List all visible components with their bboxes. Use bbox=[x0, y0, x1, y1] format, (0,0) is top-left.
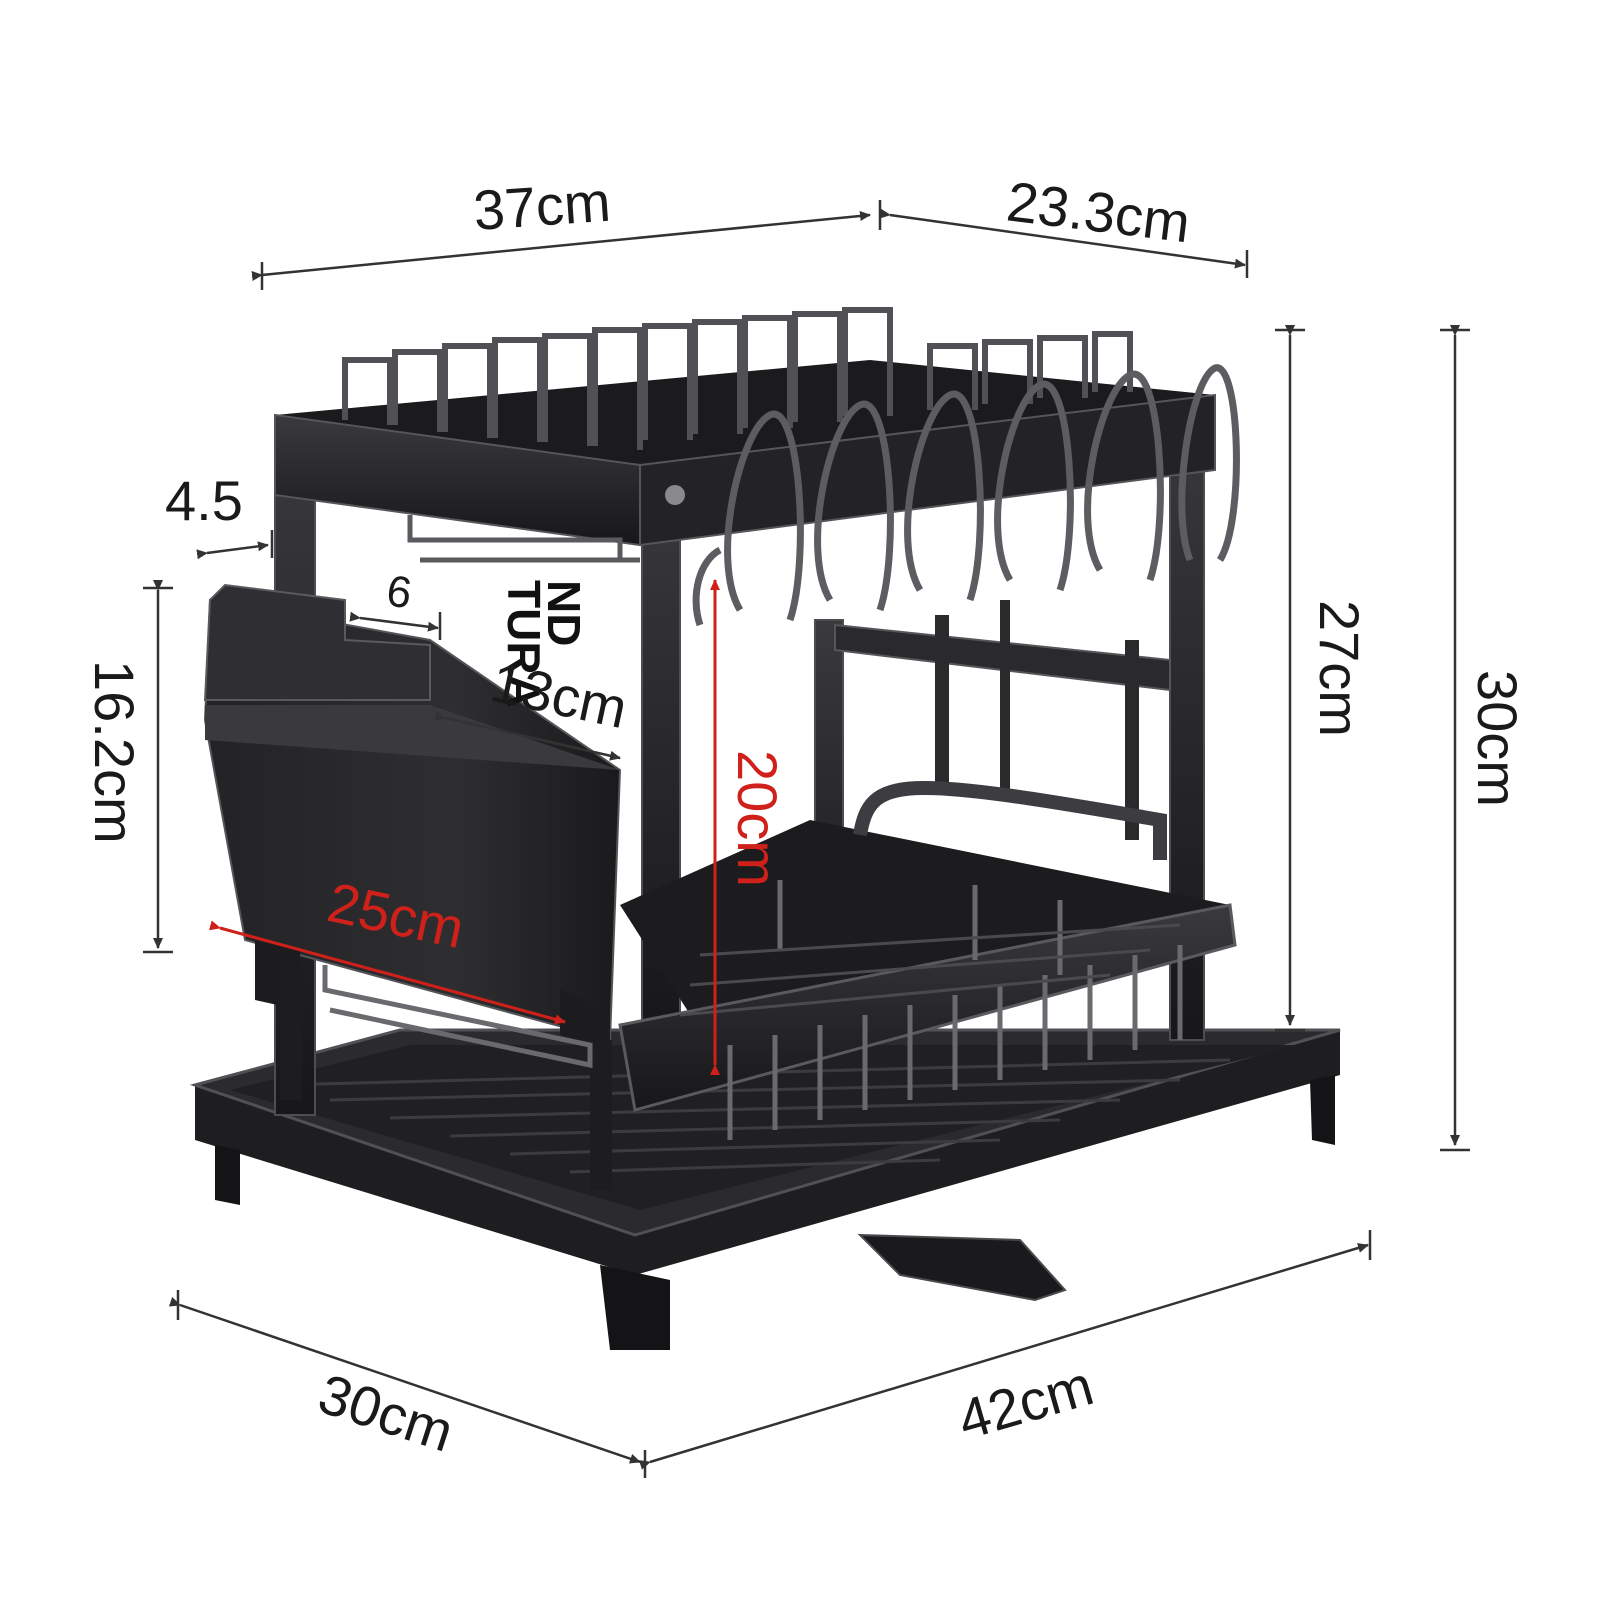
watermark-text: TURA ND bbox=[498, 580, 590, 708]
dimension-lines bbox=[143, 200, 1470, 1478]
label-top-length: 37cm bbox=[471, 170, 612, 242]
drip-tray bbox=[189, 1028, 1341, 1350]
dim-line-caddy-slot bbox=[349, 611, 439, 632]
dim-line-side-gap bbox=[196, 541, 269, 560]
dim-line-base-length bbox=[638, 1243, 1369, 1470]
dim-line-base-depth bbox=[168, 1297, 641, 1464]
dim-line-top-length bbox=[251, 211, 871, 281]
label-total-height: 30cm bbox=[1466, 670, 1529, 807]
bottom-tier bbox=[618, 780, 1237, 1140]
label-rack-height: 27cm bbox=[1308, 600, 1371, 737]
cross-bars bbox=[834, 600, 1171, 840]
label-top-depth: 23.3cm bbox=[1004, 169, 1194, 254]
ghost-text-line2: ND bbox=[538, 580, 590, 646]
dim-line-caddy-length bbox=[209, 920, 566, 1025]
plate-wires-back bbox=[342, 307, 1133, 450]
label-side-gap: 4.5 bbox=[165, 469, 243, 532]
cup-hooks bbox=[407, 515, 640, 563]
ghost-text-line1: TURA bbox=[498, 580, 550, 708]
basket-grid bbox=[679, 923, 1181, 1017]
label-caddy-slot: 6 bbox=[384, 566, 415, 618]
label-base-depth: 30cm bbox=[311, 1361, 461, 1463]
red-dimension-lines bbox=[209, 579, 720, 1075]
label-inner-height: 20cm bbox=[726, 750, 789, 887]
dimension-labels: 37cm 23.3cm 27cm 30cm 4.5 6 13cm 16.2cm … bbox=[83, 169, 1529, 1463]
dim-line-top-depth bbox=[879, 208, 1246, 269]
dim-line-caddy-depth bbox=[434, 710, 621, 761]
label-base-length: 42cm bbox=[951, 1353, 1100, 1451]
top-tier bbox=[274, 307, 1240, 627]
label-caddy-height: 16.2cm bbox=[83, 660, 146, 844]
plate-loops-front bbox=[692, 364, 1240, 627]
dish-prongs bbox=[727, 880, 1183, 1140]
